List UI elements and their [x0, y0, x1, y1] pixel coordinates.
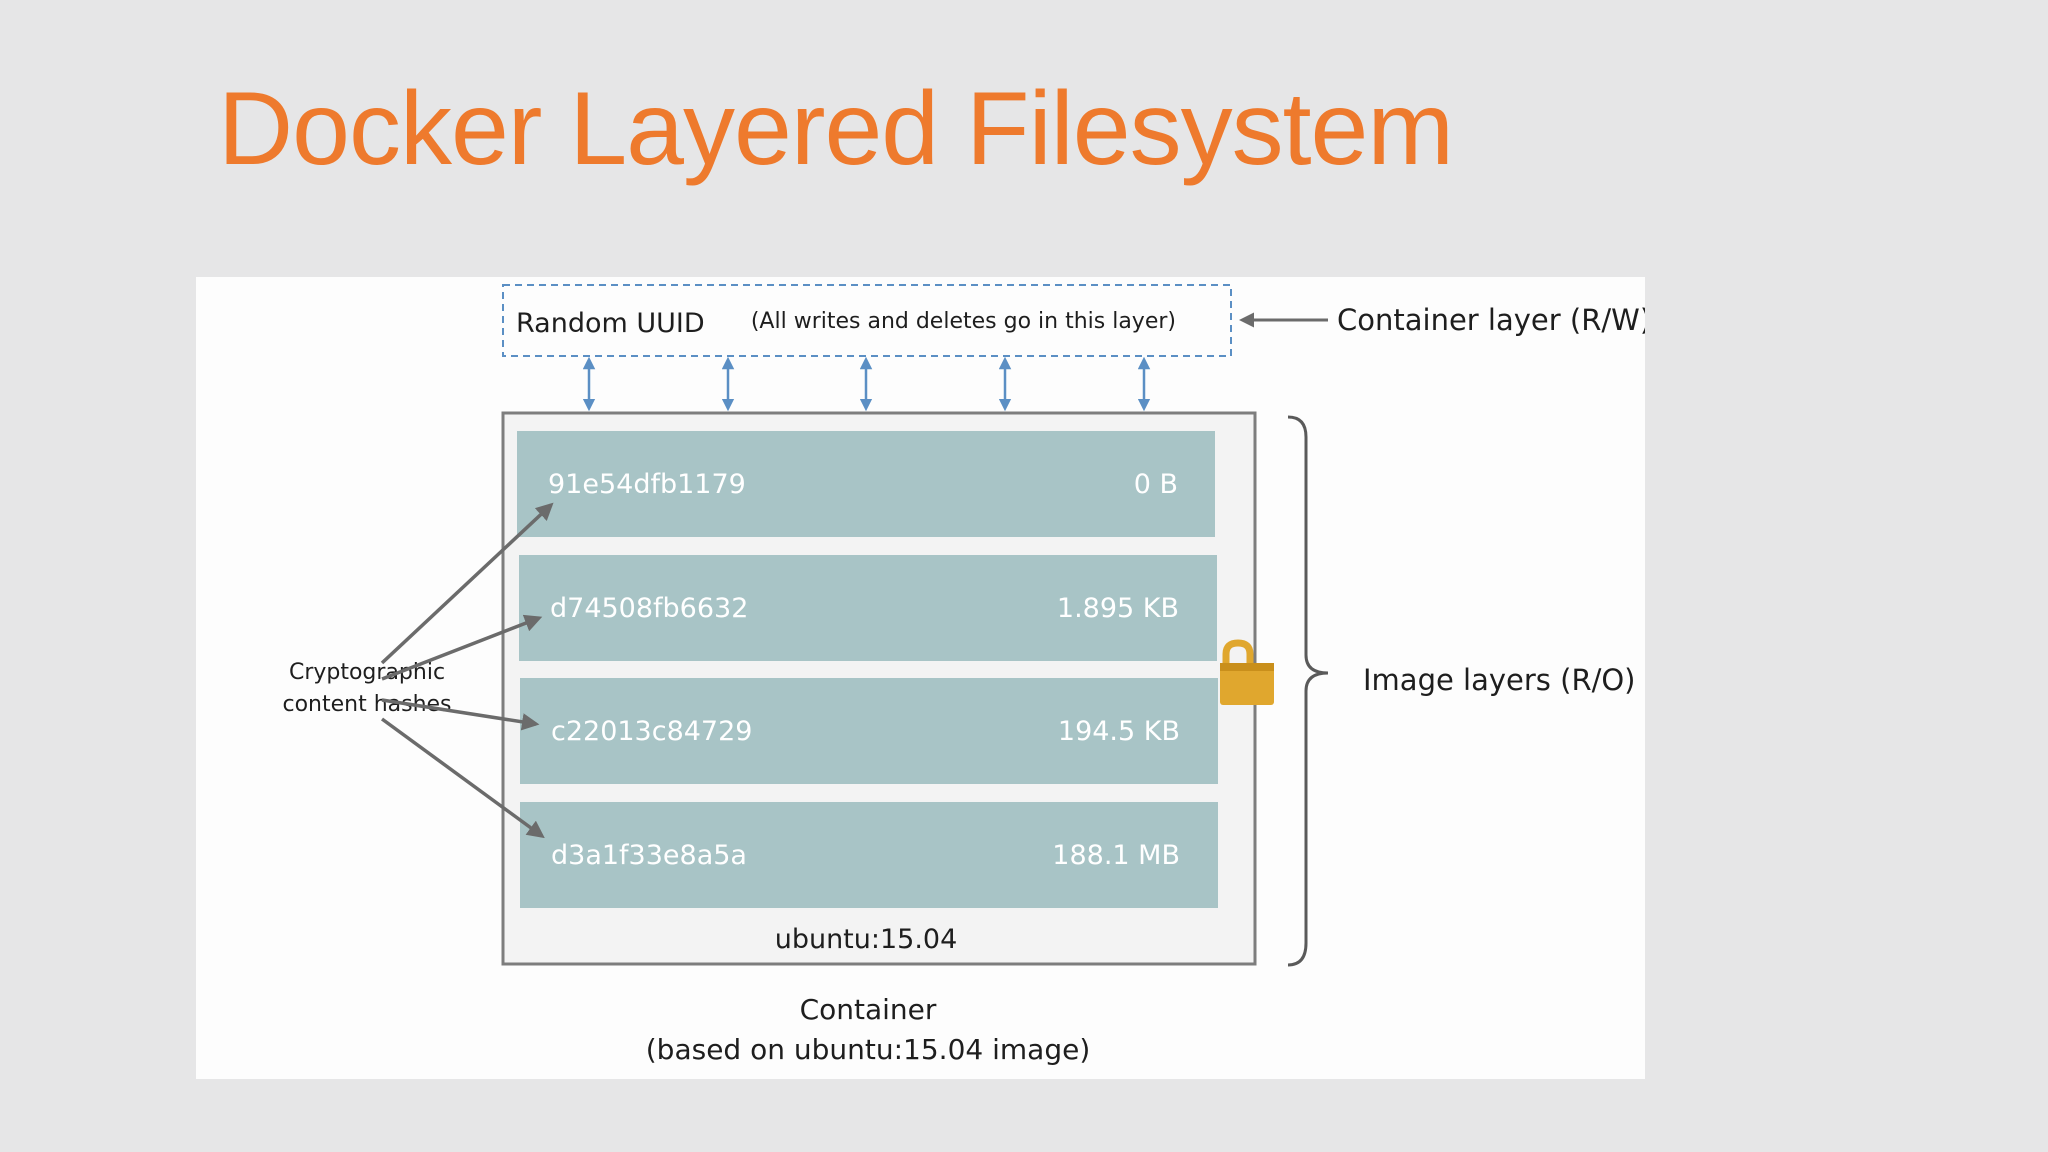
- container-layer-label: Container layer (R/W): [1337, 303, 1645, 337]
- hash-arrow: [381, 698, 540, 731]
- image-layer: 91e54dfb1179 0 B: [517, 431, 1215, 537]
- image-layer-bar: [520, 678, 1218, 784]
- layer-hash: d3a1f33e8a5a: [551, 840, 747, 871]
- image-layer-bar: [519, 555, 1217, 661]
- slide-title: Docker Layered Filesystem: [218, 71, 1454, 187]
- image-layer-bar: [520, 802, 1218, 908]
- hash-arrows: [380, 502, 554, 839]
- container-layer-note: (All writes and deletes go in this layer…: [751, 309, 1176, 334]
- container-layer-box: [502, 284, 1232, 357]
- caption-line2: (based on ubuntu:15.04 image): [646, 1033, 1091, 1066]
- image-layer: d3a1f33e8a5a 188.1 MB: [520, 802, 1218, 908]
- container-layer: Random UUID (All writes and deletes go i…: [502, 284, 1232, 357]
- hash-arrow: [381, 614, 543, 681]
- image-layers-bracket: [1287, 415, 1329, 967]
- caption-line1: Container: [800, 993, 937, 1026]
- base-image-label: ubuntu:15.04: [775, 924, 958, 955]
- layer-size: 0 B: [1134, 469, 1178, 500]
- read-write-arrows: [582, 356, 1151, 412]
- layer-hash: c22013c84729: [551, 716, 752, 747]
- hashes-label-line2: content hashes: [282, 692, 451, 717]
- layer-size: 194.5 KB: [1058, 716, 1180, 747]
- container-layer-id: Random UUID: [516, 308, 705, 339]
- layered-filesystem-diagram: Random UUID (All writes and deletes go i…: [196, 277, 1645, 1079]
- image-layer: d74508fb6632 1.895 KB: [519, 555, 1217, 661]
- hash-arrow: [380, 502, 554, 665]
- image-layer: c22013c84729 194.5 KB: [520, 678, 1218, 784]
- image-layers-label: Image layers (R/O): [1363, 663, 1636, 697]
- image-layer-bar: [517, 431, 1215, 537]
- layer-hash: d74508fb6632: [550, 593, 748, 624]
- lock-icon: [1220, 639, 1274, 705]
- layer-hash: 91e54dfb1179: [548, 469, 746, 500]
- layer-size: 1.895 KB: [1057, 593, 1179, 624]
- hash-arrow: [380, 717, 545, 839]
- layer-size: 188.1 MB: [1052, 840, 1180, 871]
